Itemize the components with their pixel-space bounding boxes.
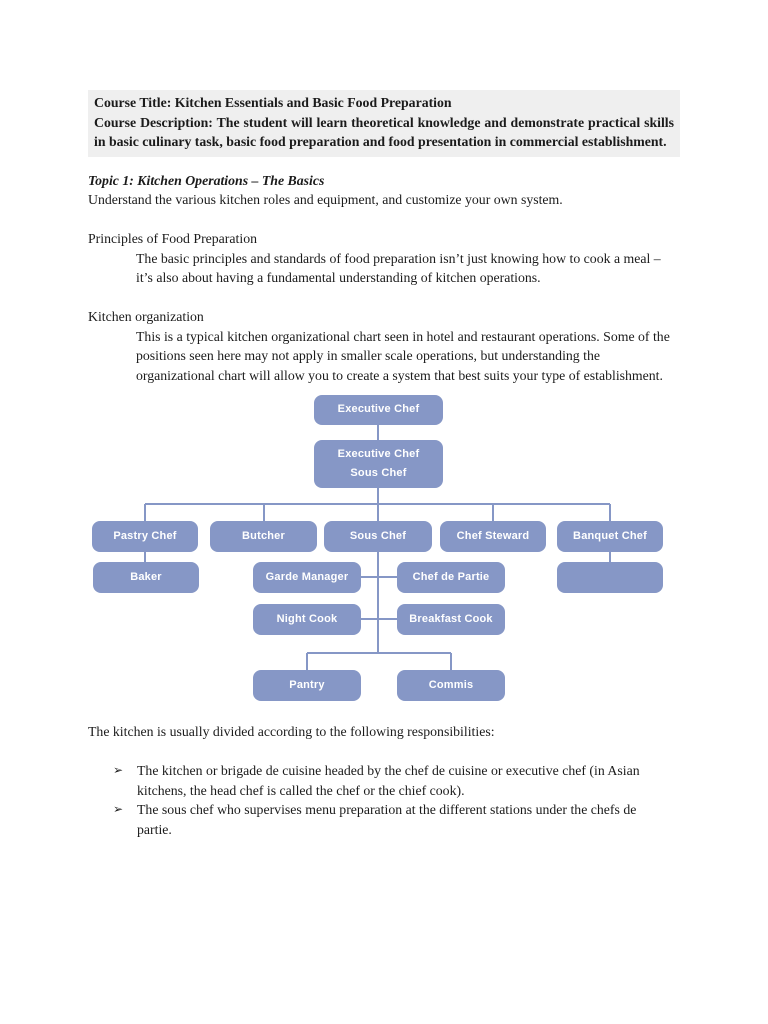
org-node-night-cook: Night Cook [253, 604, 361, 635]
org-node-sous-chef: Sous Chef [324, 521, 432, 552]
topic-heading: Topic 1: Kitchen Operations – The Basics [88, 172, 325, 188]
list-item: ➢ The kitchen or brigade de cuisine head… [113, 761, 669, 800]
arrow-bullet-icon: ➢ [113, 802, 124, 816]
responsibilities-intro: The kitchen is usually divided according… [88, 724, 495, 739]
document-content: Course Title: Kitchen Essentials and Bas… [88, 90, 680, 839]
topic-subtitle: Understand the various kitchen roles and… [88, 192, 563, 207]
section-heading-kitchen-organization: Kitchen organization [88, 309, 204, 324]
course-title: Course Title: Kitchen Essentials and Bas… [94, 95, 452, 110]
org-node-chef-de-partie: Chef de Partie [397, 562, 505, 593]
section-body-kitchen-organization: This is a typical kitchen organizational… [136, 328, 670, 383]
section-heading-principles: Principles of Food Preparation [88, 231, 257, 246]
org-node-commis: Commis [397, 670, 505, 701]
org-node-pastry-chef: Pastry Chef [92, 521, 198, 552]
org-node-baker: Baker [93, 562, 199, 593]
spacer [88, 288, 680, 308]
bullet-list: ➢ The kitchen or brigade de cuisine head… [88, 761, 680, 839]
course-header-box: Course Title: Kitchen Essentials and Bas… [88, 90, 680, 157]
org-node-breakfast-cook: Breakfast Cook [397, 604, 505, 635]
org-node-pantry: Pantry [253, 670, 361, 701]
bullet-text: The kitchen or brigade de cuisine headed… [137, 763, 640, 798]
section-body-principles: The basic principles and standards of fo… [136, 250, 661, 286]
org-chart: Executive Chef Executive Chef Sous Chef … [88, 393, 668, 708]
spacer [88, 210, 680, 230]
org-node-steward [557, 562, 663, 593]
org-node-banquet-chef: Banquet Chef [557, 521, 663, 552]
org-chart-connectors [144, 425, 611, 670]
org-node-chef-steward: Chef Steward [440, 521, 546, 552]
org-node-garde-manager: Garde Manager [253, 562, 361, 593]
org-node-executive-sous-chef: Executive Chef Sous Chef [314, 440, 443, 488]
list-item: ➢ The sous chef who supervises menu prep… [113, 800, 669, 839]
course-description: Course Description: The student will lea… [94, 114, 674, 150]
org-node-executive-chef: Executive Chef [314, 395, 443, 425]
org-node-butcher: Butcher [210, 521, 317, 552]
bullet-text: The sous chef who supervises menu prepar… [137, 802, 637, 837]
arrow-bullet-icon: ➢ [113, 763, 124, 777]
